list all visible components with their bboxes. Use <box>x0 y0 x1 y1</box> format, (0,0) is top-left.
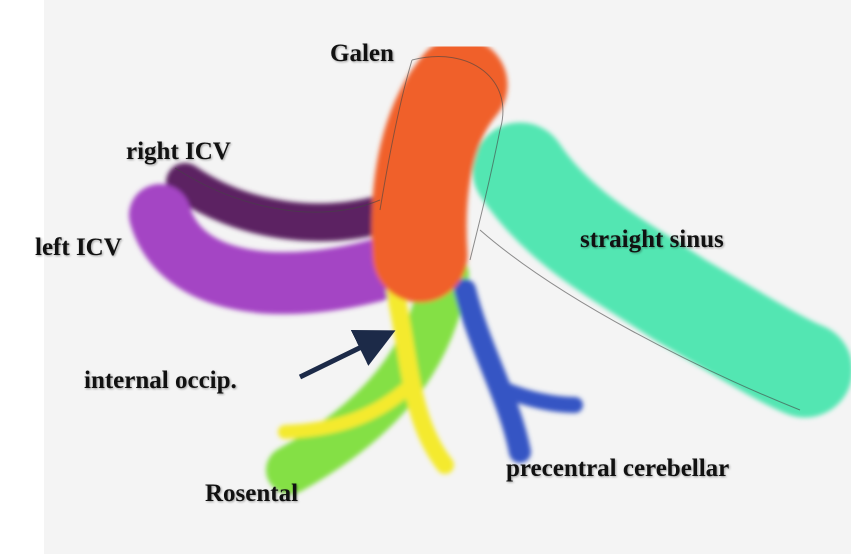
straight-sinus-vessel <box>472 122 851 418</box>
left-icv-vessel <box>129 184 426 315</box>
arrow-icon <box>298 329 396 380</box>
galen-vessel <box>371 37 508 303</box>
internal-occip-branch <box>278 383 412 439</box>
label-right-icv: right ICV <box>126 138 231 165</box>
rosental-vessel <box>266 251 469 494</box>
label-precentral-cerebellar: precentral cerebellar <box>506 455 730 482</box>
precentral-cerebellar-branch <box>497 382 583 413</box>
right-icv-vessel <box>166 163 414 242</box>
label-internal-occip: internal occip. <box>84 367 237 394</box>
precentral-cerebellar-vessel <box>454 279 531 463</box>
label-left-icv: left ICV <box>35 234 122 261</box>
internal-occip-vessel <box>386 281 454 474</box>
label-rosental: Rosental <box>205 480 299 507</box>
label-galen: Galen <box>330 40 394 67</box>
label-straight-sinus: straight sinus <box>580 226 724 253</box>
